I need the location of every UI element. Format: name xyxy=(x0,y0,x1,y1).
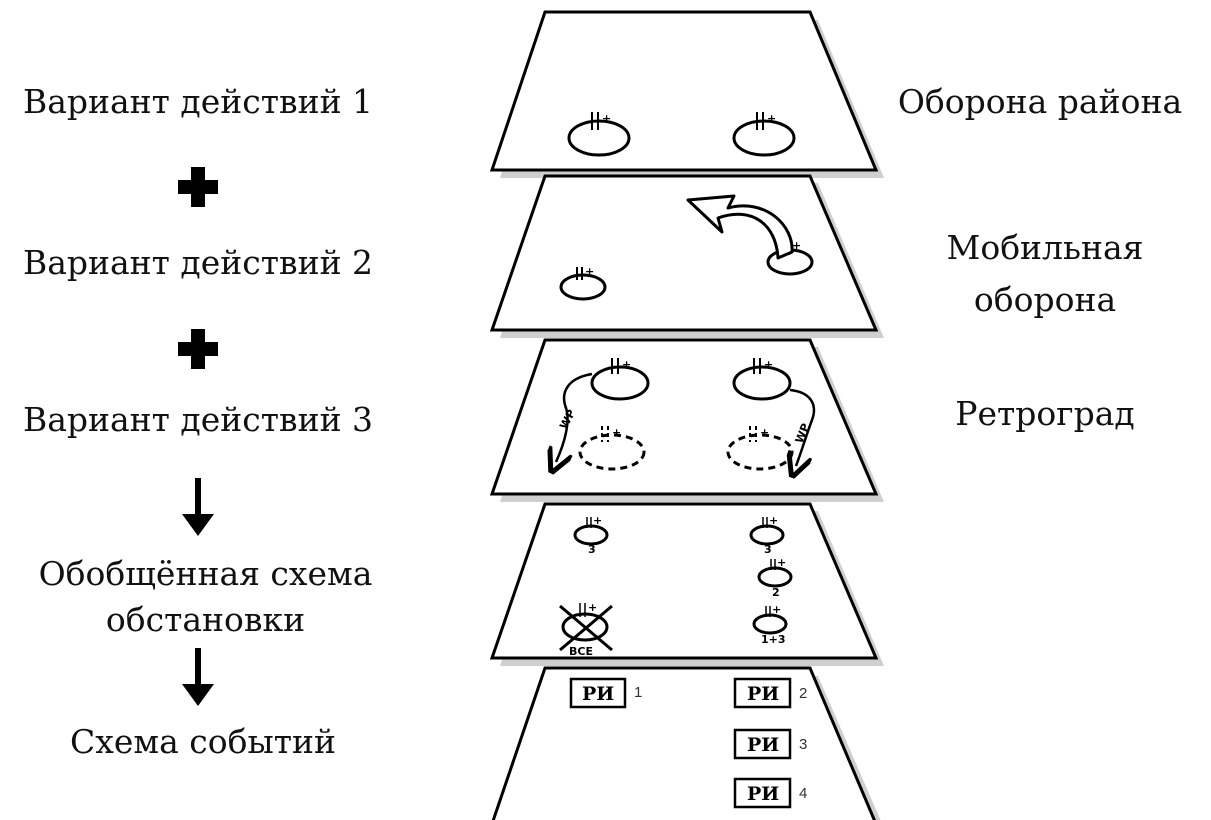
named-area-number: 4 xyxy=(799,785,807,802)
svg-text:РИ: РИ xyxy=(582,683,614,705)
variant-3-label: Вариант действий 3 xyxy=(22,400,374,439)
layer-mobile-defense: + + xyxy=(489,174,884,338)
variant-1-label: Вариант действий 1 xyxy=(22,82,374,121)
svg-text:+: + xyxy=(792,239,801,252)
unit-symbol-icon: + 2 xyxy=(757,556,793,599)
svg-text:+: + xyxy=(767,112,776,125)
plus-icon-2 xyxy=(176,322,220,380)
summary-label-line1: Обобщённая схема xyxy=(38,554,373,593)
unit-symbol-icon: + 3 xyxy=(749,514,785,556)
svg-text:+: + xyxy=(772,603,781,616)
arrow-down-icon-1 xyxy=(176,478,220,549)
unit-count: 3 xyxy=(764,543,772,556)
layer-retrograde: + + + + WP WP xyxy=(489,338,884,502)
named-area-number: 3 xyxy=(799,736,807,753)
svg-text:+: + xyxy=(760,426,769,439)
named-area-box: РИ 2 xyxy=(733,677,807,709)
unit-symbol-icon: + xyxy=(732,112,796,157)
unit-count: 3 xyxy=(588,543,596,556)
unit-symbol-dashed-icon: + xyxy=(578,426,646,471)
svg-text:+: + xyxy=(777,556,786,569)
named-area-number: 1 xyxy=(634,684,642,701)
named-area-box: РИ 1 xyxy=(569,677,642,709)
unit-count: 2 xyxy=(772,586,780,599)
retrograde-label: Ретроград xyxy=(955,394,1135,433)
svg-text:РИ: РИ xyxy=(747,683,779,705)
unit-symbol-icon: + 3 xyxy=(573,514,609,556)
unit-symbol-icon: + xyxy=(590,358,650,401)
unit-count: 1+3 xyxy=(761,633,786,646)
svg-text:+: + xyxy=(588,601,597,614)
mobile-defense-label-line2: оборона xyxy=(973,280,1117,319)
counterattack-arrow-icon xyxy=(686,194,794,260)
crossed-unit-label: ВСЕ xyxy=(569,645,593,658)
svg-text:+: + xyxy=(769,514,778,527)
layer-area-defense: + + xyxy=(489,10,884,178)
withdrawal-route-left-icon xyxy=(556,372,593,462)
events-label: Схема событий xyxy=(70,722,336,761)
named-area-box: РИ 4 xyxy=(733,777,807,809)
layer-summary: + 3 + 3 + 2 + 1+3 + xyxy=(489,502,884,666)
named-area-number: 2 xyxy=(799,685,807,702)
mobile-defense-label-line1: Мобильная xyxy=(946,228,1144,267)
svg-text:+: + xyxy=(764,358,773,371)
svg-text:+: + xyxy=(622,358,631,371)
arrow-down-icon-2 xyxy=(176,648,220,719)
layer-event-template: РИ 1 РИ 2 РИ 3 РИ 4 xyxy=(491,666,881,820)
svg-text:РИ: РИ xyxy=(747,783,779,805)
unit-symbol-icon: + 1+3 xyxy=(752,603,788,646)
svg-text:РИ: РИ xyxy=(747,734,779,756)
unit-symbol-icon: + xyxy=(567,112,631,157)
plus-icon-1 xyxy=(176,160,220,218)
unit-eliminated-icon: + ВСЕ xyxy=(559,601,613,658)
named-area-box: РИ 3 xyxy=(733,728,807,760)
summary-label-line2: обстановки xyxy=(105,600,306,639)
area-defense-label: Оборона района xyxy=(897,82,1183,121)
unit-symbol-icon: + xyxy=(732,358,792,401)
unit-symbol-icon: + xyxy=(559,265,607,301)
svg-text:+: + xyxy=(612,426,621,439)
svg-text:+: + xyxy=(585,265,594,278)
svg-text:+: + xyxy=(602,112,611,125)
svg-text:+: + xyxy=(593,514,602,527)
variant-2-label: Вариант действий 2 xyxy=(22,243,374,282)
withdrawal-route-right-icon xyxy=(790,388,816,466)
